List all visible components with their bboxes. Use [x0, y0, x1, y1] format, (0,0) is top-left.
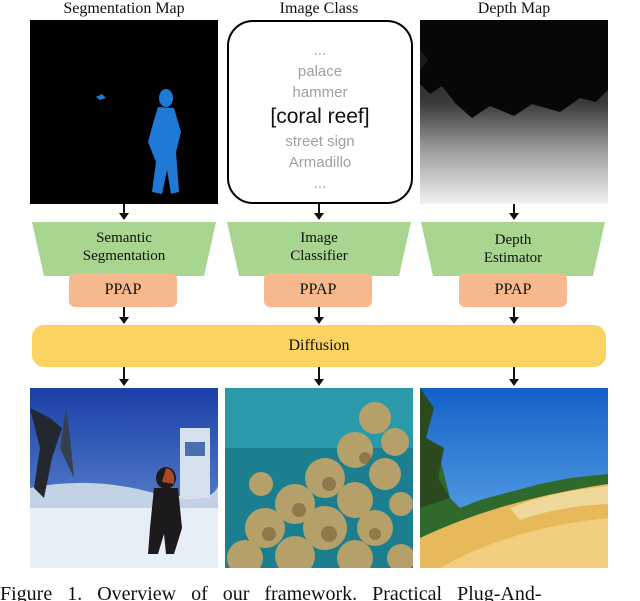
depth-dark-region: [420, 20, 608, 118]
depth-map-title: Depth Map: [477, 0, 551, 17]
arrow-diffusion-to-output-2: [314, 367, 324, 386]
segmentation-person-mask: [148, 89, 181, 194]
segmentation-map-image: [30, 20, 218, 204]
arrow-class-to-model: [314, 204, 324, 220]
model-label-line1: Depth: [494, 232, 532, 248]
class-item-selected-coral-reef: [coral reef]: [270, 105, 370, 128]
image-classifier-model: Image Classifier: [227, 222, 411, 276]
class-list-ellipsis-bottom: ...: [313, 175, 327, 192]
model-label-line2: Estimator: [483, 250, 543, 266]
output-image-coral-reef: [225, 388, 413, 568]
arrow-seg-to-model: [119, 204, 129, 220]
segmentation-small-blob: [96, 94, 106, 100]
image-class-title: Image Class: [279, 0, 359, 17]
figure-caption: Figure 1. Overview of our framework. Pra…: [0, 583, 542, 601]
arrow-ppap-depth-to-diffusion: [509, 307, 519, 324]
model-label-line1: Image: [300, 230, 338, 246]
ppap-box-segmentation: PPAP: [69, 273, 177, 307]
ppap-box-depth: PPAP: [459, 273, 567, 307]
depth-map-image: [420, 20, 608, 204]
arrow-ppap-class-to-diffusion: [314, 307, 324, 324]
ppap-box-classifier: PPAP: [264, 273, 372, 307]
segmentation-map-title: Segmentation Map: [63, 0, 185, 17]
class-list-ellipsis-top: ...: [313, 42, 327, 59]
diffusion-bar: Diffusion: [32, 325, 606, 367]
arrow-depth-to-model: [509, 204, 519, 220]
arrow-ppap-seg-to-diffusion: [119, 307, 129, 324]
output-image-snow-scene: [30, 388, 218, 568]
arrow-diffusion-to-output-1: [119, 367, 129, 386]
model-label-line2: Classifier: [290, 248, 348, 264]
class-item-armadillo: Armadillo: [288, 154, 352, 171]
arrow-diffusion-to-output-3: [509, 367, 519, 386]
model-label-line1: Semantic: [96, 230, 152, 246]
class-item-hammer: hammer: [292, 84, 348, 101]
image-class-list-panel: ... palace hammer [coral reef] street si…: [227, 20, 413, 204]
depth-estimator-model: Depth Estimator: [421, 222, 605, 276]
semantic-segmentation-model: Semantic Segmentation: [32, 222, 216, 276]
class-item-street-sign: street sign: [285, 133, 355, 150]
output-image-sand-dune: [420, 388, 608, 568]
model-label-line2: Segmentation: [82, 248, 166, 264]
class-item-palace: palace: [297, 63, 343, 80]
